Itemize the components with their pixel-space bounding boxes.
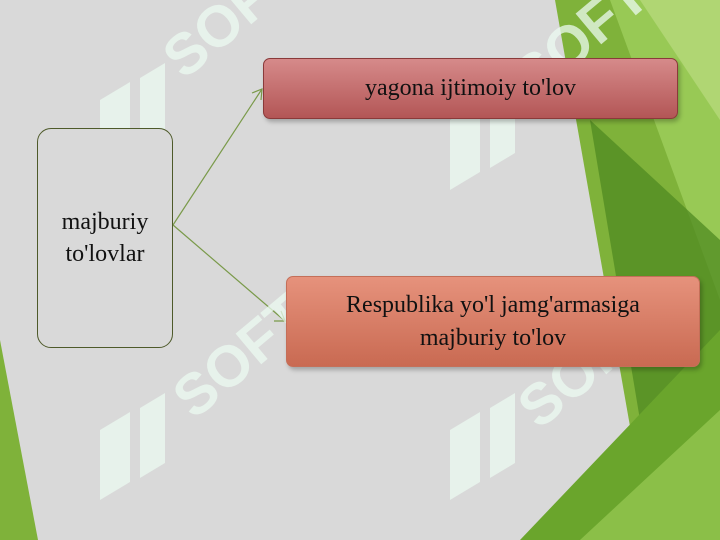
connector-lines: [172, 88, 286, 322]
watermark-logo-mark: [450, 393, 515, 500]
left-green-band: [0, 340, 38, 540]
right-pale-green-band: [640, 0, 720, 120]
connector-to-bottom: [172, 224, 286, 322]
target-node-bottom: Respublika yo'l jamg'armasiga majburiy t…: [286, 276, 700, 367]
bottom-right-light-triangle: [580, 410, 720, 540]
watermark-logo-mark: [100, 393, 165, 500]
target-node-label: Respublika yo'l jamg'armasiga majburiy t…: [346, 291, 640, 351]
connector-to-top: [172, 88, 263, 226]
source-node: majburiy to'lovlar: [37, 128, 173, 348]
connector-top-arrowhead: [251, 88, 263, 101]
target-node-label: yagona ijtimoiy to'lov: [365, 75, 576, 101]
target-node-top: yagona ijtimoiy to'lov: [263, 58, 678, 119]
source-node-label: majburiy to'lovlar: [61, 209, 149, 267]
connector-bottom-arrowhead: [274, 310, 286, 322]
